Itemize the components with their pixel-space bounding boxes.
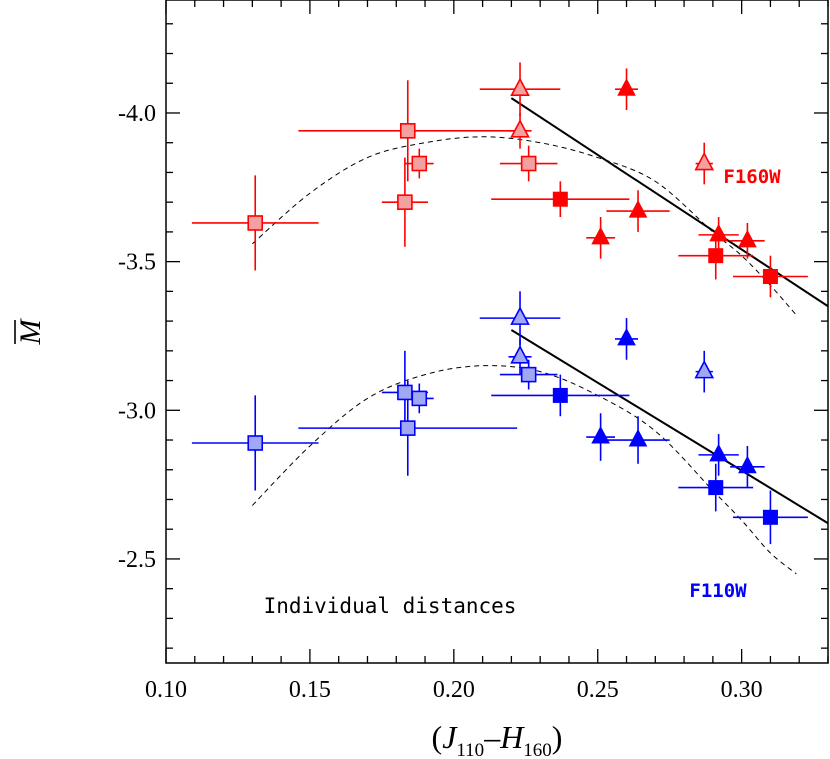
triangle-marker-f160w <box>628 200 648 218</box>
triangle-marker-f160w <box>709 223 728 242</box>
triangle-marker-f160w <box>738 229 757 248</box>
y-axis-label: M <box>14 318 47 346</box>
fit-curves <box>251 136 797 575</box>
triangle-marker-f160w <box>591 226 610 245</box>
square-marker-f110w <box>397 384 413 401</box>
x-axis-label: (J110–H160) <box>432 719 563 759</box>
triangle-marker-f110w <box>628 428 648 447</box>
y-tick-label: -3.0 <box>118 398 156 424</box>
label-f110w: F110W <box>689 580 747 602</box>
triangle-marker-f110w <box>694 359 715 379</box>
x-tick-label: 0.10 <box>145 677 187 703</box>
square-marker-f160w <box>397 194 413 210</box>
triangle-marker-f110w <box>510 306 530 325</box>
triangle-marker-f110w <box>510 345 530 364</box>
x-tick-label: 0.20 <box>433 677 475 703</box>
triangle-marker-f160w <box>510 77 530 96</box>
axis-tick-labels: 0.10 0.15 0.20 0.25 0.30 -4.0 -3.5 -3.0 -2.5 <box>118 101 763 703</box>
y-axis-label-text: M <box>14 318 47 346</box>
triangle-marker-f110w <box>591 425 610 444</box>
fit-lines <box>510 97 829 525</box>
axis-ticks <box>165 0 829 663</box>
fit-line-f110w <box>510 329 829 525</box>
x-tick-label: 0.25 <box>577 677 619 703</box>
triangle-marker-f110w <box>709 443 728 462</box>
square-marker-f110w <box>411 390 428 407</box>
note-individual-distances: Individual distances <box>264 594 517 618</box>
triangle-marker-f160w <box>510 119 530 138</box>
square-marker-f110w <box>399 420 416 436</box>
triangle-marker-f160w <box>617 78 636 96</box>
triangle-marker-f110w <box>738 455 757 474</box>
triangle-marker-f110w <box>617 327 636 346</box>
label-f160w: F160W <box>723 166 781 188</box>
plot-frame <box>165 0 829 664</box>
y-tick-label: -2.5 <box>118 547 156 573</box>
square-marker-f160w <box>552 191 568 207</box>
x-tick-label: 0.30 <box>721 677 763 703</box>
data-markers <box>247 77 778 525</box>
x-tick-label: 0.15 <box>289 677 331 703</box>
square-marker-f110w <box>247 435 264 451</box>
y-tick-label: -4.0 <box>118 101 156 127</box>
fit-curve-f160w <box>252 136 797 316</box>
square-marker-f110w <box>520 366 537 383</box>
square-marker-f160w <box>708 248 724 264</box>
fit-curve-f110w <box>251 365 797 575</box>
square-marker-f110w <box>762 509 778 525</box>
square-marker-f110w <box>552 387 568 403</box>
triangle-marker-f160w <box>694 151 715 171</box>
square-marker-f160w <box>520 155 537 172</box>
square-marker-f160w <box>247 215 264 231</box>
square-marker-f110w <box>708 480 724 496</box>
square-marker-f160w <box>762 268 778 284</box>
square-marker-f160w <box>399 123 416 139</box>
square-marker-f160w <box>411 155 428 172</box>
y-tick-label: -3.5 <box>118 250 156 276</box>
